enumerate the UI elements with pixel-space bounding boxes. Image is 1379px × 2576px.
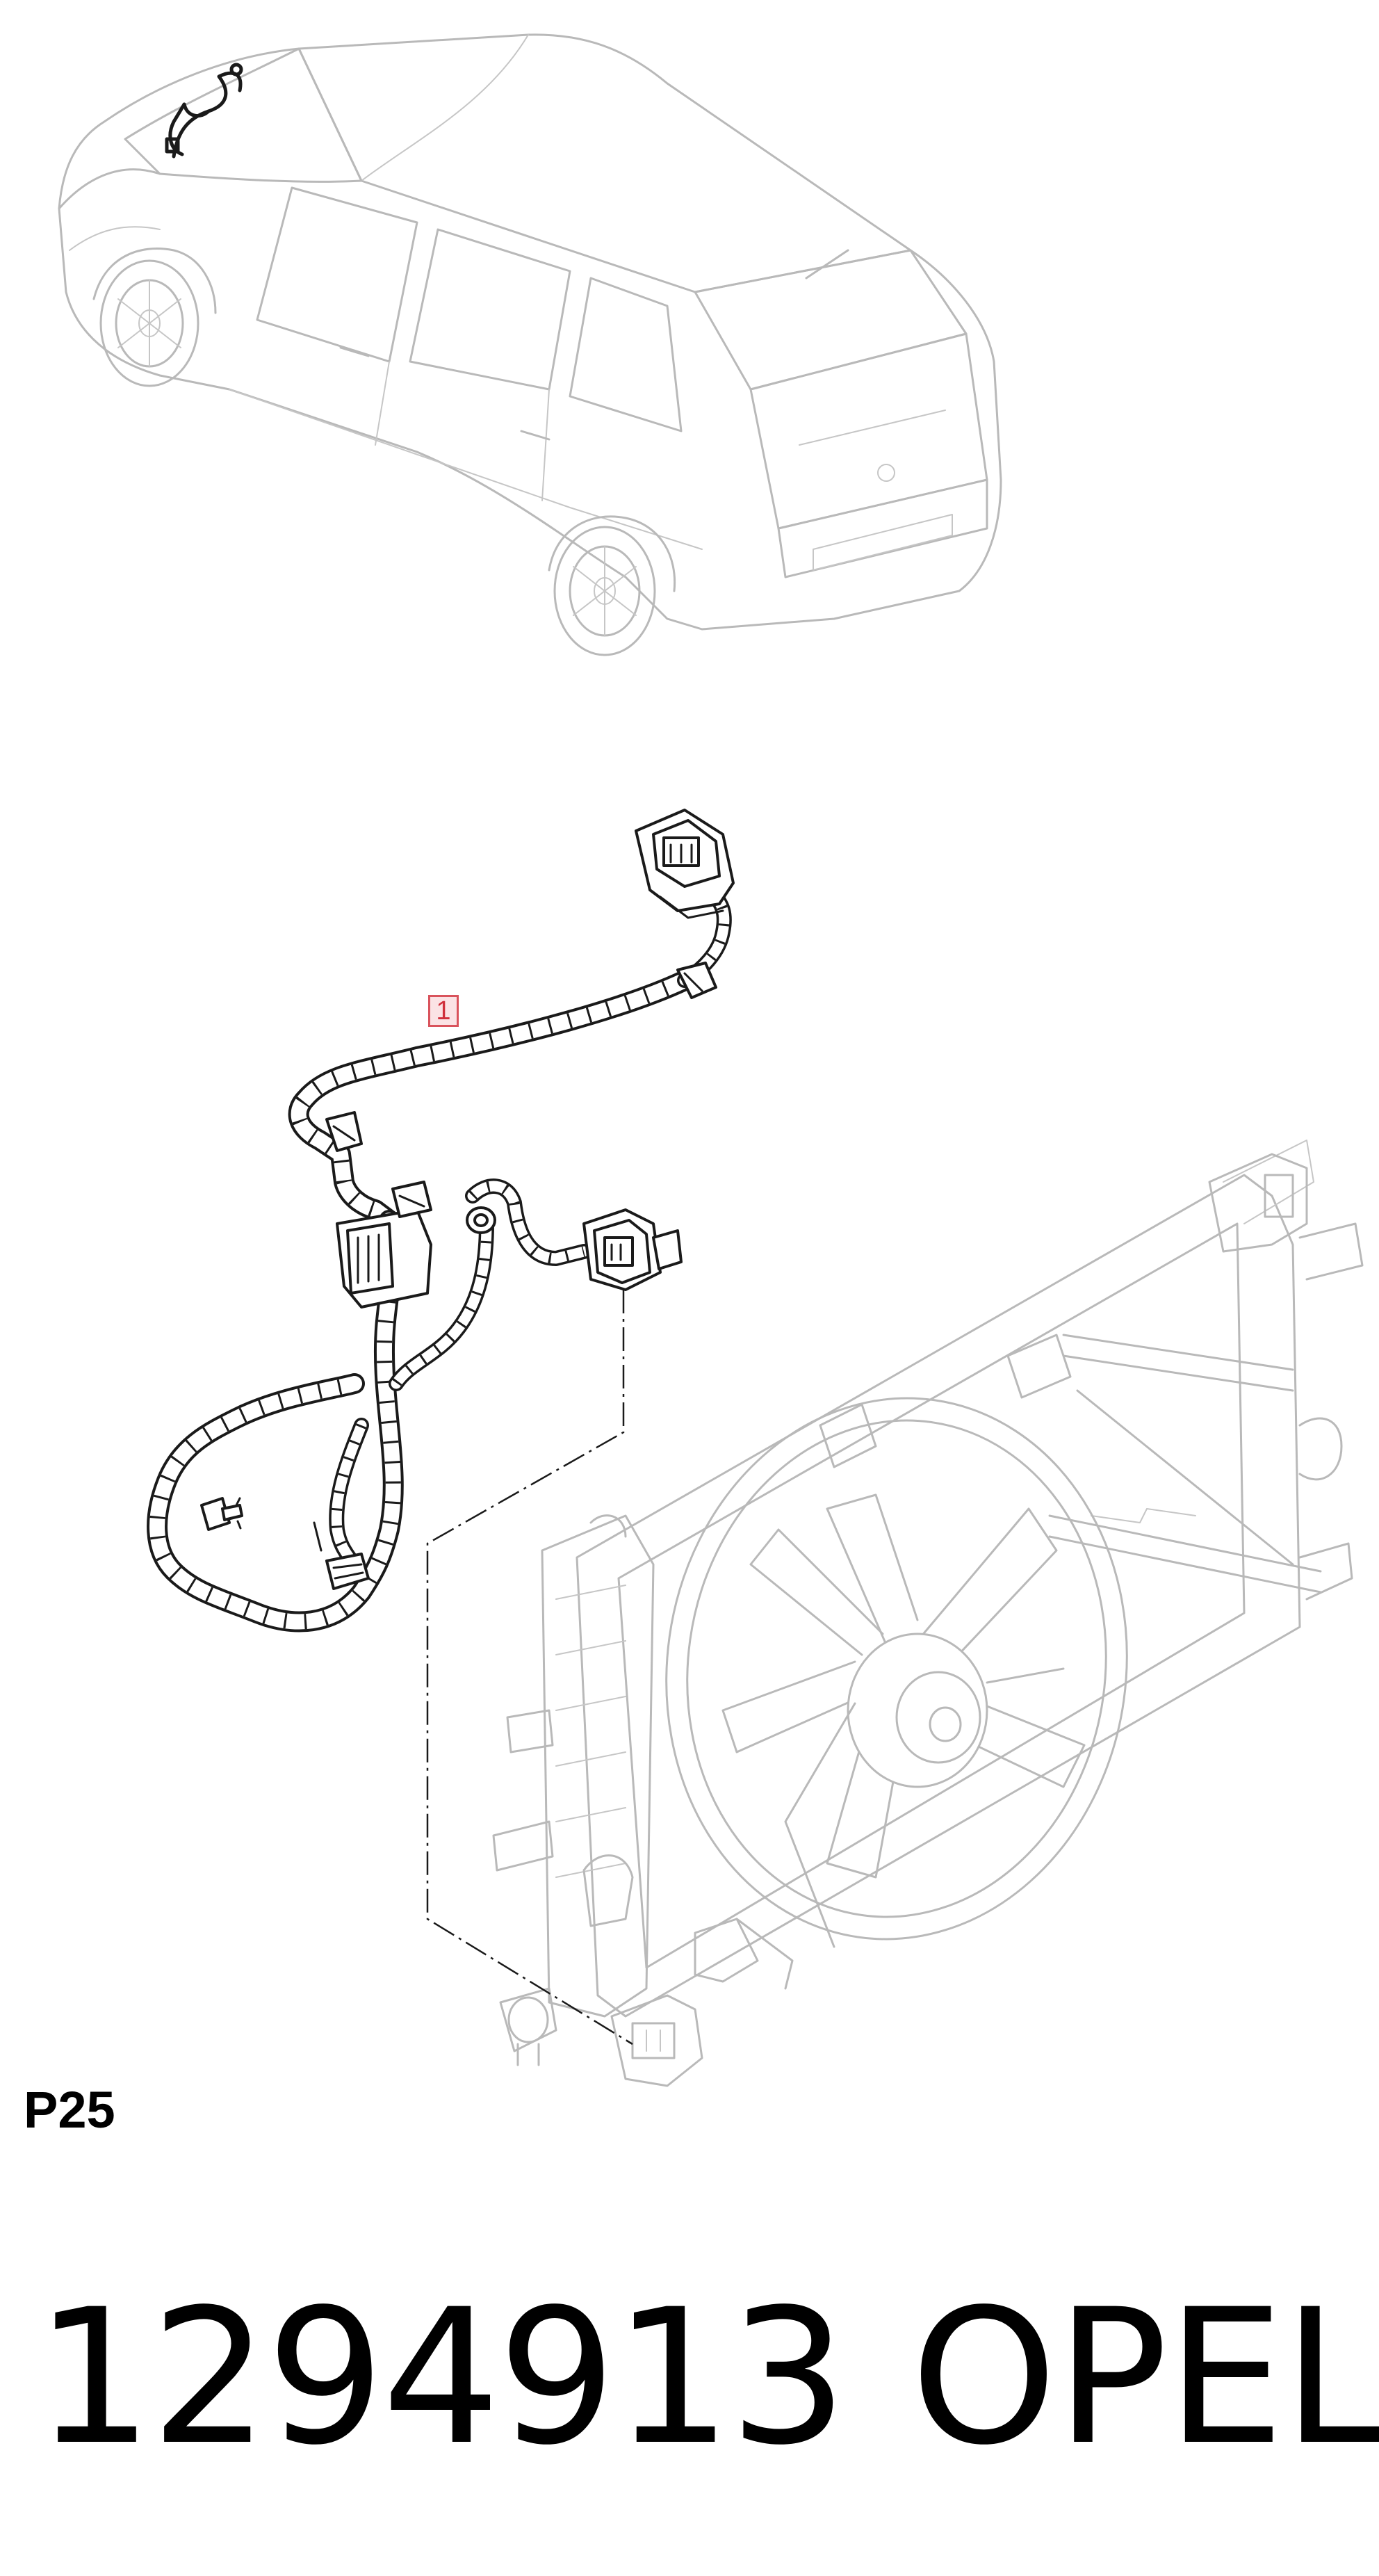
harness-clip-middle [325,1111,363,1152]
part-number: 1294913 [35,2269,848,2486]
callout-1[interactable]: 1 [428,995,459,1027]
upper-connector [635,809,735,919]
push-pin-clip [200,1497,243,1531]
radiator-fan-assembly [492,1140,1364,2087]
main-connector-block [336,1181,432,1309]
brand-name: OPEL [911,2269,1379,2486]
wiring-harness [147,809,735,1633]
page-code: P25 [24,2081,115,2139]
fan-connector [582,1208,683,1291]
harness-clip-upper [676,962,717,999]
harness-end-fitting [313,1521,370,1590]
branch-connector [466,1206,496,1234]
connection-leader-line [426,1290,633,2046]
vehicle-locator-car [58,33,1002,656]
